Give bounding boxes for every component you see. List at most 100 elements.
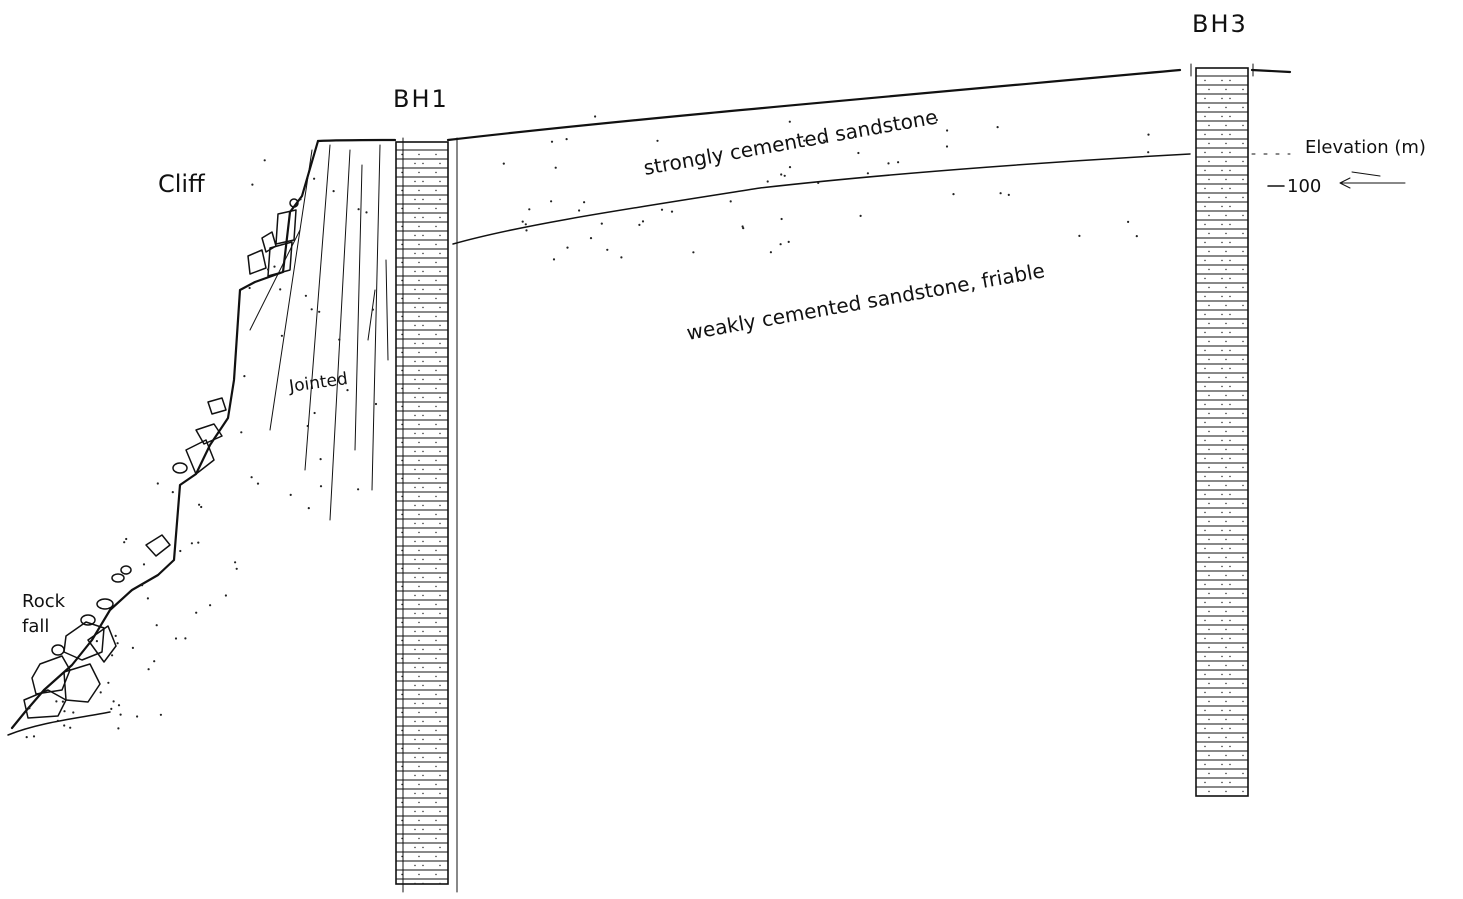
borehole-stipple-dot (439, 234, 441, 237)
borehole-stipple-dot (422, 810, 424, 813)
stipple-dot (299, 198, 302, 201)
borehole-stipple-dot (1242, 556, 1244, 559)
borehole-stipple-dot (422, 666, 424, 669)
sandstone-stipple (25, 115, 1150, 739)
borehole-stipple-dot (1221, 97, 1223, 100)
borehole-stipple-dot (439, 216, 441, 219)
borehole-stipple-dot (1229, 709, 1231, 712)
borehole-stipple-dot (1242, 160, 1244, 163)
borehole-stipple-dot (1208, 790, 1210, 793)
stipple-dot (234, 561, 237, 564)
borehole-stipple-dot (1208, 520, 1210, 523)
borehole-stipple-dot (401, 747, 403, 750)
borehole-stipple-dot (401, 603, 403, 606)
borehole-stipple-dot (435, 423, 437, 426)
borehole-stipple-dot (414, 828, 416, 831)
borehole-stipple-dot (1229, 295, 1231, 298)
borehole-stipple-dot (1221, 205, 1223, 208)
borehole-stipple-dot (401, 711, 403, 714)
borehole-stipple-dot (1221, 583, 1223, 586)
stipple-dot (332, 190, 335, 193)
borehole-stipple-dot (439, 504, 441, 507)
weak-layer-label: weakly cemented sandstone, friable (685, 258, 1047, 345)
stipple-dot (32, 735, 36, 738)
borehole-stipple-dot (414, 702, 416, 705)
borehole-stipple-dot (1229, 133, 1231, 136)
borehole-stipple-dot (1225, 610, 1227, 613)
borehole-stipple-dot (418, 171, 420, 174)
borehole-stipple-dot (414, 864, 416, 867)
borehole-stipple-dot (1208, 214, 1210, 217)
borehole-stipple-dot (1208, 736, 1210, 739)
borehole-stipple-dot (1208, 682, 1210, 685)
borehole-stipple-dot (418, 639, 420, 642)
borehole-stipple-dot (401, 459, 403, 462)
borehole-stipple-dot (1225, 232, 1227, 235)
borehole-stipple-dot (1204, 511, 1206, 514)
borehole-stipple-dot (1204, 421, 1206, 424)
borehole-stipple-dot (1242, 322, 1244, 325)
stipple-dot (95, 640, 98, 643)
borehole-stipple-dot (435, 441, 437, 444)
borehole-stipple-dot (418, 279, 420, 282)
borehole-stipple-dot (1229, 727, 1231, 730)
borehole-stipple-dot (418, 567, 420, 570)
borehole-stipple-dot (1208, 412, 1210, 415)
borehole-stipple-dot (401, 351, 403, 354)
borehole-stipple-dot (1225, 160, 1227, 163)
borehole-stipple-dot (435, 621, 437, 624)
borehole-stipple-dot (401, 657, 403, 660)
borehole-stipple-dot (418, 243, 420, 246)
borehole-stipple-dot (401, 243, 403, 246)
stipple-dot (338, 338, 341, 341)
borehole-stipple-dot (1208, 448, 1210, 451)
borehole-stipple-dot (1229, 781, 1231, 784)
stipple-dot (1147, 133, 1150, 136)
borehole-stipple-dot (435, 189, 437, 192)
stipple-dot (142, 563, 146, 566)
borehole-stipple-dot (418, 729, 420, 732)
borehole-stipple-dot (422, 846, 424, 849)
borehole-stipple-dot (418, 423, 420, 426)
stipple-dot (171, 491, 174, 494)
stipple-dot (184, 637, 187, 640)
borehole-stipple-dot (1204, 439, 1206, 442)
borehole-stipple-dot (422, 882, 424, 885)
borehole-stipple-dot (435, 351, 437, 354)
borehole-stipple-dot (414, 504, 416, 507)
borehole-stipple-dot (1221, 367, 1223, 370)
borehole-bh1 (395, 137, 458, 893)
borehole-stipple-dot (1208, 484, 1210, 487)
borehole-stipple-dot (1225, 88, 1227, 91)
borehole-stipple-dot (1204, 133, 1206, 136)
stipple-dot (304, 294, 307, 297)
borehole-stipple-dot (439, 522, 441, 525)
borehole-stipple-dot (1225, 358, 1227, 361)
borehole-stipple-dot (414, 720, 416, 723)
borehole-stipple-dot (1225, 394, 1227, 397)
stipple-dot (502, 162, 505, 165)
borehole-stipple-dot (439, 270, 441, 273)
borehole-stipple-dot (401, 333, 403, 336)
borehole-stipple-dot (414, 648, 416, 651)
borehole-stipple-dot (1225, 106, 1227, 109)
stipple-dot (61, 700, 64, 703)
borehole-stipple-dot (414, 270, 416, 273)
borehole-stipple-dot (422, 756, 424, 759)
borehole-stipple-dot (1208, 466, 1210, 469)
stipple-dot (365, 211, 368, 214)
borehole-stipple-dot (435, 225, 437, 228)
borehole-stipple-dot (439, 180, 441, 183)
stipple-dot (159, 713, 162, 716)
borehole-stipple-dot (414, 612, 416, 615)
borehole-stipple-dot (439, 414, 441, 417)
stipple-dot (263, 159, 266, 162)
stipple-dot (525, 229, 528, 232)
borehole-stipple-dot (422, 378, 424, 381)
borehole-stipple-dot (1242, 88, 1244, 91)
borehole-stipple-dot (422, 558, 424, 561)
borehole-stipple-dot (1221, 277, 1223, 280)
borehole-stipple-dot (422, 414, 424, 417)
borehole-stipple-dot (422, 216, 424, 219)
borehole-stipple-dot (439, 558, 441, 561)
